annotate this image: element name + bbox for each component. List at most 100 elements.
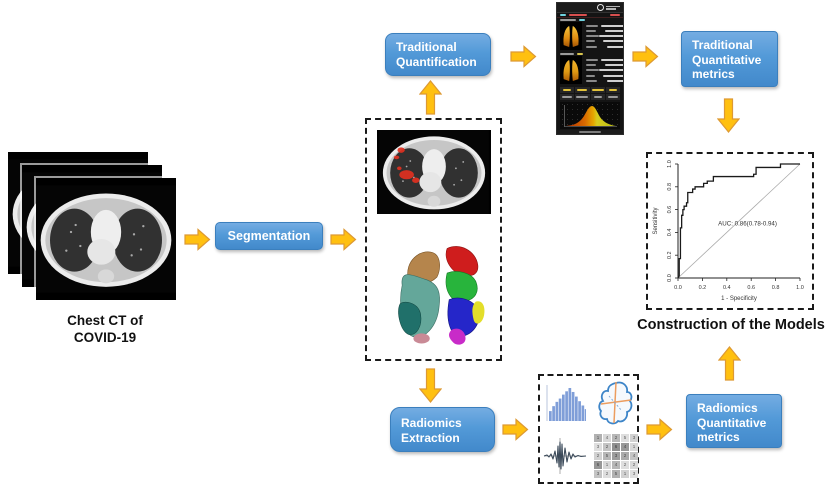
texture-matrix-cell: 4 [630, 451, 638, 460]
histogram-filter-button [590, 94, 605, 101]
traditional-metrics-line1: Traditional [692, 38, 753, 52]
software-section1 [557, 21, 623, 52]
radiomics-extraction-step-box: Radiomics Extraction [390, 407, 495, 452]
section1-tag-bar [579, 18, 585, 21]
arrow-extraction-to-features [502, 418, 529, 441]
radiomics-metrics-line2: Quantitative [697, 415, 767, 430]
svg-text:1.0: 1.0 [796, 285, 804, 291]
texture-matrix-cell: 2 [603, 469, 611, 478]
svg-text:0.4: 0.4 [667, 229, 673, 237]
histogram-filter-button [605, 94, 620, 101]
texture-matrix-cell: 2 [621, 460, 629, 469]
radiomics-quantitative-metrics-box: Radiomics Quantitative metrics [686, 394, 782, 448]
traditional-quantification-step-box: Traditional Quantification [385, 33, 491, 76]
svg-text:0.0: 0.0 [667, 274, 673, 282]
section1-title-bar [560, 18, 576, 21]
cyan-tag [560, 14, 566, 17]
texture-matrix-cell: 1 [621, 469, 629, 478]
texture-matrix-cell: 2 [621, 451, 629, 460]
texture-matrix-cell: 3 [630, 469, 638, 478]
svg-text:AUC: 0.86(0.78-0.94): AUC: 0.86(0.78-0.94) [718, 221, 777, 228]
traditional-quantification-line2: Quantification [396, 54, 477, 69]
metric-row [585, 35, 623, 38]
arrow-traditional-metrics-to-models [717, 98, 740, 133]
histogram-filter-button [575, 94, 590, 101]
quantification-software-screenshot [556, 2, 624, 135]
histogram-filter-button [560, 94, 575, 101]
arrow-segmentation-to-masks [330, 228, 357, 251]
arrow-ct-to-segmentation [184, 228, 211, 251]
svg-text:0.0: 0.0 [674, 285, 682, 291]
chest-ct-caption: Chest CT of COVID-19 [20, 312, 190, 346]
texture-matrix-cell: 2 [612, 433, 620, 442]
svg-text:0.2: 0.2 [667, 251, 673, 259]
arrow-masks-to-radiomics-extraction [419, 368, 442, 403]
texture-matrix-cell: 2 [603, 442, 611, 451]
texture-matrix-cell: 2 [594, 451, 602, 460]
software-statusbar [557, 130, 623, 134]
metric-row [585, 40, 623, 43]
ct-axial-image [36, 185, 176, 293]
lung-density-map-1 [560, 22, 582, 51]
metric-row [585, 45, 623, 48]
traditional-metrics-line2: Quantitative [692, 52, 762, 67]
software-titlebar [557, 3, 623, 12]
construction-caption: Construction of the Models [637, 317, 825, 333]
texture-matrix-cell: 1 [603, 460, 611, 469]
texture-matrix-cell: 5 [621, 433, 629, 442]
lung-lobe-3d-segmentation [398, 246, 485, 345]
red-status-text [569, 13, 587, 17]
texture-matrix-cell: 3 [630, 433, 638, 442]
model-roc-box [646, 152, 814, 310]
metric-row [585, 58, 623, 61]
traditional-metrics-line3: metrics [692, 67, 735, 81]
ct-slice-image-front [36, 178, 176, 300]
texture-matrix-cell: 3 [612, 451, 620, 460]
software-section1-header [557, 18, 623, 21]
metric-row [585, 69, 623, 72]
svg-text:Sensitivity: Sensitivity [653, 207, 659, 234]
svg-text:0.8: 0.8 [772, 285, 780, 291]
histogram-filter-button [605, 87, 620, 94]
statusbar-text [579, 131, 601, 134]
traditional-quantification-line1: Traditional [396, 40, 457, 54]
vendor-logo-icon [597, 4, 604, 11]
section2-title-bar [560, 52, 574, 55]
metric-row [585, 30, 623, 33]
svg-text:1 - Specificity: 1 - Specificity [721, 296, 757, 302]
shape-feature-icon [598, 381, 633, 424]
arrow-quantification-to-software [510, 45, 537, 68]
wavelet-feature-icon [543, 437, 587, 474]
texture-matrix-cell: 4 [612, 460, 620, 469]
svg-text:0.6: 0.6 [747, 285, 755, 291]
texture-matrix-cell: 1 [594, 433, 602, 442]
metric-row [585, 24, 623, 27]
histogram-filter-button [590, 87, 605, 94]
segmentation-label: Segmentation [227, 228, 311, 243]
svg-text:0.2: 0.2 [699, 285, 707, 291]
chest-ct-caption-line2: COVID-19 [73, 330, 137, 345]
segmentation-step-box: Segmentation [215, 222, 323, 250]
texture-matrix-cell: 4 [621, 442, 629, 451]
ct-axial-image-with-lesion-overlay [379, 130, 489, 214]
texture-matrix-cell: 4 [603, 433, 611, 442]
arrow-radiomics-metrics-to-models [718, 346, 741, 381]
software-alert-row [557, 12, 623, 19]
texture-matrix-cell: 6 [612, 442, 620, 451]
metric-row [585, 74, 623, 77]
texture-matrix-cell: 1 [630, 442, 638, 451]
radiomics-extraction-line1: Radiomics [401, 416, 462, 430]
metrics-list-1 [585, 22, 623, 50]
radiomics-metrics-line3: metrics [697, 430, 740, 444]
texture-matrix-cell: 6 [594, 460, 602, 469]
ct-value-histogram [560, 102, 620, 130]
chest-ct-caption-line1: Chest CT of [67, 313, 143, 328]
software-section2-header [557, 52, 623, 55]
texture-matrix-cell: 5 [612, 469, 620, 478]
svg-text:0.6: 0.6 [667, 206, 673, 214]
texture-matrix-cell: 3 [594, 469, 602, 478]
histogram-filter-button [575, 87, 590, 94]
metric-row [585, 79, 623, 82]
